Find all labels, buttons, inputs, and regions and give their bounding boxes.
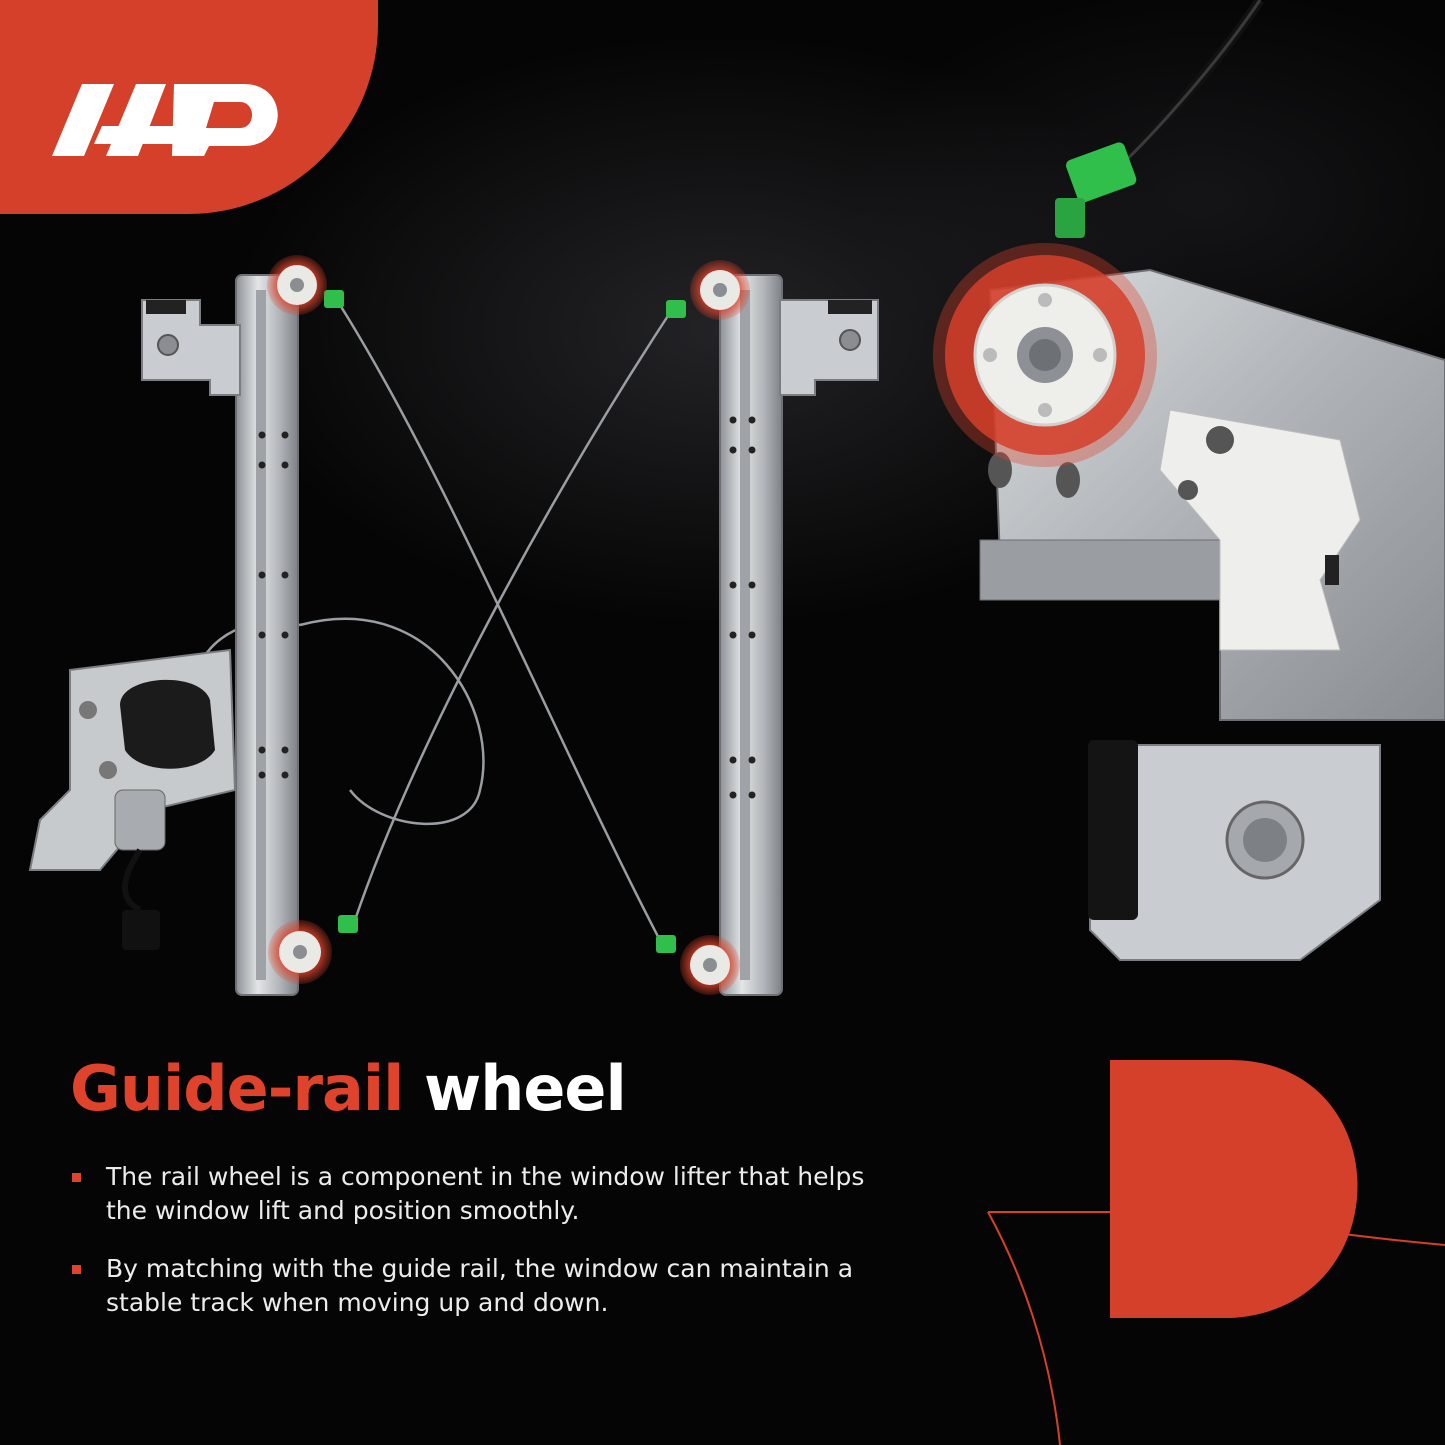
guide-wheel-top-right — [690, 260, 750, 320]
bullet-text: By matching with the guide rail, the win… — [106, 1254, 854, 1317]
cable-clips — [324, 290, 686, 953]
headline-plain: wheel — [423, 1052, 627, 1125]
guide-wheel-top-left — [267, 255, 327, 315]
right-guide-rail — [719, 274, 879, 996]
guide-wheel-closeup — [933, 0, 1445, 961]
left-guide-rail — [141, 274, 299, 996]
brand-logo-mark — [52, 84, 278, 156]
bullet-text: The rail wheel is a component in the win… — [106, 1162, 865, 1225]
guide-wheel-bottom-right — [680, 935, 740, 995]
feature-bullet-list: The rail wheel is a component in the win… — [70, 1160, 890, 1344]
square-bullet-icon — [72, 1265, 81, 1274]
square-bullet-icon — [72, 1173, 81, 1182]
decorative-brand-shape — [987, 1060, 1445, 1445]
headline-accent: Guide-rail — [70, 1052, 404, 1125]
window-regulator-illustration — [28, 255, 879, 996]
feature-headline: Guide-rail wheel — [70, 1052, 627, 1125]
window-motor — [28, 648, 237, 950]
list-item: The rail wheel is a component in the win… — [70, 1160, 890, 1228]
list-item: By matching with the guide rail, the win… — [70, 1252, 890, 1320]
guide-wheel-bottom-left — [268, 920, 332, 984]
